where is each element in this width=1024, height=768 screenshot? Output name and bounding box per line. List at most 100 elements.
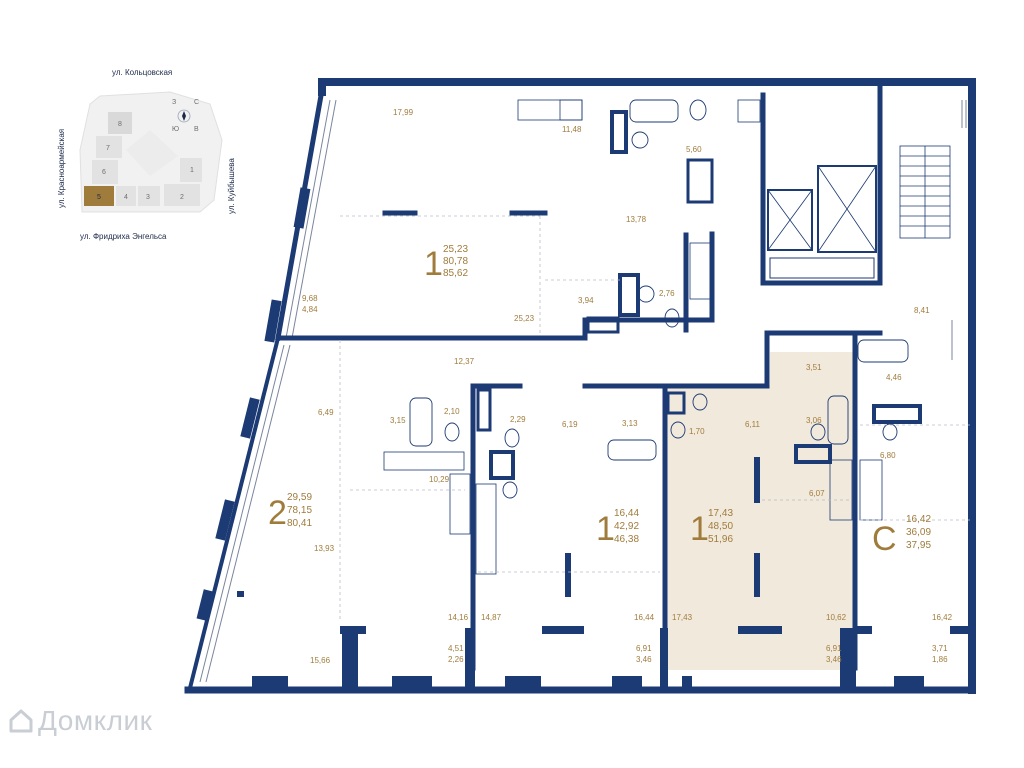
room-area-labels: 17,99 11,48 5,60 13,78 3,94 2,76 25,23 9… [302, 108, 953, 665]
room-area: 2,29 [510, 415, 526, 424]
room-area: 15,66 [310, 656, 331, 665]
room-area: 5,60 [686, 145, 702, 154]
apt3-total-balcony-area: 46,38 [614, 534, 639, 545]
apt3-rooms: 1 [596, 510, 615, 548]
room-area: 3,94 [578, 296, 594, 305]
room-area: 14,16 [448, 613, 469, 622]
street-right-label: ул. Куйбышева [227, 158, 236, 214]
apt5-living-area: 16,42 [906, 514, 931, 525]
room-area: 2,26 [448, 655, 464, 664]
site-plan: ул. Кольцовская ул. Красноармейская ул. … [57, 68, 236, 241]
room-area: 12,37 [454, 357, 475, 366]
street-bottom-label: ул. Фридриха Энгельса [80, 232, 167, 241]
room-area: 2,10 [444, 407, 460, 416]
room-area: 4,46 [886, 373, 902, 382]
compass-w: З [172, 99, 176, 106]
building-4 [116, 186, 136, 206]
stair-elevator-core [767, 165, 877, 279]
apt3-living-area: 16,44 [614, 508, 639, 519]
street-top-label: ул. Кольцовская [112, 68, 172, 77]
apt1-total-area: 80,78 [443, 256, 468, 267]
room-area: 1,70 [689, 427, 705, 436]
highlighted-apartment-fill [667, 385, 855, 670]
compass-e: В [194, 126, 199, 133]
room-area: 4,51 [448, 644, 464, 653]
apt4-living-area: 17,43 [708, 508, 733, 519]
bathroom-fixtures [409, 99, 909, 499]
room-area: 14,87 [481, 613, 502, 622]
room-area: 3,13 [622, 419, 638, 428]
apt2-total-area: 78,15 [287, 505, 312, 516]
apt5-rooms: С [872, 520, 897, 558]
facade-windows [199, 99, 337, 683]
building-5 [84, 186, 114, 206]
room-area: 3,06 [806, 416, 822, 425]
room-area: 6,49 [318, 408, 334, 417]
compass-n: С [194, 99, 199, 106]
building-num: 8 [118, 121, 122, 128]
room-area: 3,71 [932, 644, 948, 653]
room-area: 13,78 [626, 215, 647, 224]
courtyard-shape [126, 130, 178, 176]
building-num-highlighted: 5 [97, 194, 101, 201]
room-area: 25,23 [514, 314, 535, 323]
kitchen-units [383, 99, 883, 575]
room-area: 10,29 [429, 475, 450, 484]
room-area: 17,43 [672, 613, 693, 622]
apt4-rooms: 1 [690, 510, 709, 548]
room-area: 6,91 [636, 644, 652, 653]
house-logo-icon [9, 709, 33, 733]
building-num: 7 [106, 145, 110, 152]
stairs-icon [899, 145, 951, 239]
room-area: 3,46 [636, 655, 652, 664]
room-area: 11,48 [562, 125, 582, 134]
room-area: 1,86 [932, 655, 948, 664]
highlighted-apartment-fill-top [770, 352, 855, 386]
apt4-total-balcony-area: 51,96 [708, 534, 733, 545]
room-area: 8,41 [914, 306, 930, 315]
room-area: 3,46 [826, 655, 842, 664]
room-area: 16,44 [634, 613, 655, 622]
apt1-total-balcony-area: 85,62 [443, 268, 468, 279]
facade-piers [196, 187, 311, 621]
interior-walls [237, 79, 922, 671]
room-area: 3,15 [390, 416, 406, 425]
building-num: 4 [124, 194, 128, 201]
apt2-total-balcony-area: 80,41 [287, 518, 312, 529]
compass-icon: С В Ю З [172, 99, 199, 133]
room-area: 10,62 [826, 613, 847, 622]
apt5-total-area: 36,09 [906, 527, 931, 538]
room-area: 6,91 [826, 644, 842, 653]
room-area: 6,80 [880, 451, 896, 460]
building-6 [92, 160, 118, 184]
room-area: 2,76 [659, 289, 675, 298]
room-area: 13,93 [314, 544, 335, 553]
bottom-piers [252, 626, 972, 690]
building-num: 3 [146, 194, 150, 201]
building-3 [138, 186, 160, 206]
street-left-label: ул. Красноармейская [57, 129, 66, 208]
building-8 [108, 112, 132, 134]
building-2 [164, 184, 200, 206]
watermark: Домклик [8, 705, 152, 737]
apt1-living-area: 25,23 [443, 244, 468, 255]
apt3-total-area: 42,92 [614, 521, 639, 532]
room-area: 17,99 [393, 108, 414, 117]
room-area: 6,19 [562, 420, 578, 429]
building-num: 6 [102, 169, 106, 176]
compass-s: Ю [172, 126, 179, 133]
building-7 [96, 136, 122, 158]
room-area: 6,11 [745, 420, 761, 429]
room-area: 4,84 [302, 305, 318, 314]
zone-lines [339, 215, 970, 620]
building-num: 1 [190, 167, 194, 174]
room-area: 16,42 [932, 613, 953, 622]
building-num: 2 [180, 194, 184, 201]
building-1 [180, 158, 202, 182]
watermark-text: Домклик [38, 705, 153, 736]
room-area: 3,51 [806, 363, 822, 372]
room-area: 6,07 [809, 489, 825, 498]
apt5-total-balcony-area: 37,95 [906, 540, 931, 551]
apt2-living-area: 29,59 [287, 492, 312, 503]
